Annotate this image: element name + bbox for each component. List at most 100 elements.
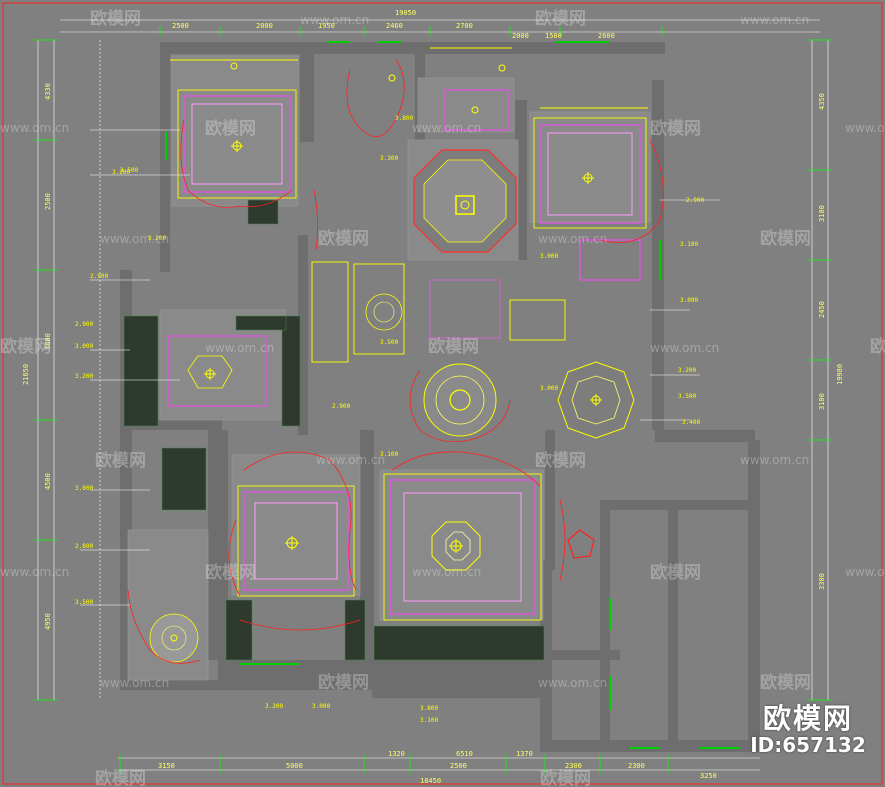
svg-text:欧模网: 欧模网 bbox=[760, 672, 811, 693]
label-18: 2.900 bbox=[332, 403, 350, 410]
dim-bottom-inner-1: 6510 bbox=[456, 750, 473, 758]
dim-top-8: 2600 bbox=[598, 32, 615, 40]
dim-top-total: 19050 bbox=[395, 9, 416, 17]
svg-text:www.om.cn: www.om.cn bbox=[740, 13, 809, 27]
dim-top-7: 1500 bbox=[545, 32, 562, 40]
elevation-labels: 3.800 3.500 3.200 2.900 2.900 3.000 3.20… bbox=[75, 115, 704, 724]
dim-left-3: 3600 bbox=[44, 333, 52, 350]
svg-text:欧模网: 欧模网 bbox=[90, 8, 141, 29]
dim-bottom-2: 5000 bbox=[286, 762, 303, 770]
svg-text:www.om.cn: www.om.cn bbox=[412, 121, 481, 135]
svg-text:欧模网: 欧模网 bbox=[318, 672, 369, 693]
svg-text:欧模网: 欧模网 bbox=[650, 562, 701, 583]
svg-text:www.om.cn: www.om.cn bbox=[205, 341, 274, 355]
ceiling-trays bbox=[167, 89, 641, 615]
label-22: 3.800 bbox=[420, 705, 438, 712]
ceiling-trim-lines bbox=[170, 47, 648, 621]
dim-bottom-8: 3250 bbox=[700, 772, 717, 780]
label-11: 2.900 bbox=[686, 197, 704, 204]
dim-right-5: 3300 bbox=[818, 573, 826, 590]
label-16: 3.400 bbox=[682, 419, 700, 426]
watermark-layer: 欧模网 www.om.cn 欧模网 www.om.cn www.om.cn 欧模… bbox=[0, 8, 885, 787]
svg-text:欧模网: 欧模网 bbox=[870, 336, 885, 357]
dim-bottom-6: 2300 bbox=[565, 762, 582, 770]
svg-text:欧模网: 欧模网 bbox=[318, 228, 369, 249]
svg-text:www.om.cn: www.om.cn bbox=[0, 565, 69, 579]
dim-bottom-1: 3150 bbox=[158, 762, 175, 770]
openings bbox=[165, 41, 740, 749]
lighting-circuits bbox=[127, 59, 664, 664]
svg-text:欧模网: 欧模网 bbox=[205, 118, 256, 139]
svg-text:www.om.cn: www.om.cn bbox=[100, 232, 169, 246]
label-2: 3.500 bbox=[120, 167, 138, 174]
label-1: 3.800 bbox=[395, 115, 413, 122]
label-20: 3.200 bbox=[265, 703, 283, 710]
cabinet-strips bbox=[123, 199, 545, 661]
model-id: ID:657132 bbox=[750, 733, 866, 757]
label-5: 2.900 bbox=[75, 321, 93, 328]
dim-bottom-7: 2300 bbox=[628, 762, 645, 770]
dim-top-4: 2460 bbox=[386, 22, 403, 30]
label-25: 3.200 bbox=[112, 169, 130, 176]
svg-text:www.om.cn: www.om.cn bbox=[740, 453, 809, 467]
svg-text:www.om.cn: www.om.cn bbox=[650, 341, 719, 355]
dim-right-2: 3100 bbox=[818, 205, 826, 222]
label-3: 3.200 bbox=[148, 235, 166, 242]
dimension-lines bbox=[37, 19, 829, 771]
light-fixtures bbox=[170, 62, 602, 642]
dim-left-1: 4330 bbox=[44, 83, 52, 100]
svg-text:欧模网: 欧模网 bbox=[95, 450, 146, 471]
dim-left-4: 4500 bbox=[44, 473, 52, 490]
label-14: 3.200 bbox=[678, 367, 696, 374]
svg-text:www.om.cn: www.om.cn bbox=[538, 232, 607, 246]
dim-right-3: 2450 bbox=[818, 301, 826, 318]
dim-right-total: 19980 bbox=[836, 364, 844, 385]
dim-bottom-3: 1320 bbox=[388, 750, 405, 758]
label-15: 3.500 bbox=[678, 393, 696, 400]
dim-bottom-total: 18450 bbox=[420, 777, 441, 785]
label-12: 3.100 bbox=[680, 241, 698, 248]
dim-left-5: 4950 bbox=[44, 613, 52, 630]
svg-text:欧模网: 欧模网 bbox=[760, 228, 811, 249]
dim-right-4: 3100 bbox=[818, 393, 826, 410]
label-17: 3.300 bbox=[380, 155, 398, 162]
dim-top-1: 2500 bbox=[172, 22, 189, 30]
label-4: 2.900 bbox=[90, 273, 108, 280]
dim-top-3: 1950 bbox=[318, 22, 335, 30]
brand-badge: 欧模网 ID:657132 bbox=[738, 702, 878, 757]
svg-text:www.om.cn: www.om.cn bbox=[316, 453, 385, 467]
dim-top-5: 2700 bbox=[456, 22, 473, 30]
label-23: 3.100 bbox=[420, 717, 438, 724]
label-6: 3.000 bbox=[75, 343, 93, 350]
dim-bottom-inner-2: 1370 bbox=[516, 750, 533, 758]
dimension-texts: 19050 2500 2000 1950 2460 2700 2000 1500… bbox=[22, 9, 844, 785]
svg-text:www.om.cn: www.om.cn bbox=[100, 676, 169, 690]
svg-text:欧模网: 欧模网 bbox=[0, 336, 51, 357]
dim-bottom-4: 2500 bbox=[450, 762, 467, 770]
leader-lines bbox=[80, 129, 720, 606]
label-19: 3.100 bbox=[380, 451, 398, 458]
brand-name: 欧模网 bbox=[762, 702, 853, 735]
label-26: 3.500 bbox=[380, 339, 398, 346]
dim-top-6: 2000 bbox=[512, 32, 529, 40]
dimension-ticks bbox=[34, 26, 832, 774]
svg-text:www.om.cn: www.om.cn bbox=[300, 13, 369, 27]
dim-top-2: 2000 bbox=[256, 22, 273, 30]
svg-text:欧模网: 欧模网 bbox=[205, 562, 256, 583]
label-27: 3.000 bbox=[540, 253, 558, 260]
svg-text:欧模网: 欧模网 bbox=[650, 118, 701, 139]
svg-text:www.om.cn: www.om.cn bbox=[0, 121, 69, 135]
label-7: 3.200 bbox=[75, 373, 93, 380]
label-8: 3.000 bbox=[75, 485, 93, 492]
label-13: 3.000 bbox=[680, 297, 698, 304]
svg-text:www.om.cn: www.om.cn bbox=[538, 676, 607, 690]
label-21: 3.000 bbox=[312, 703, 330, 710]
svg-text:欧模网: 欧模网 bbox=[535, 8, 586, 29]
label-9: 2.800 bbox=[75, 543, 93, 550]
svg-text:欧模网: 欧模网 bbox=[95, 768, 146, 787]
ceiling-areas bbox=[127, 55, 651, 681]
svg-text:www.om.cn: www.om.cn bbox=[412, 565, 481, 579]
